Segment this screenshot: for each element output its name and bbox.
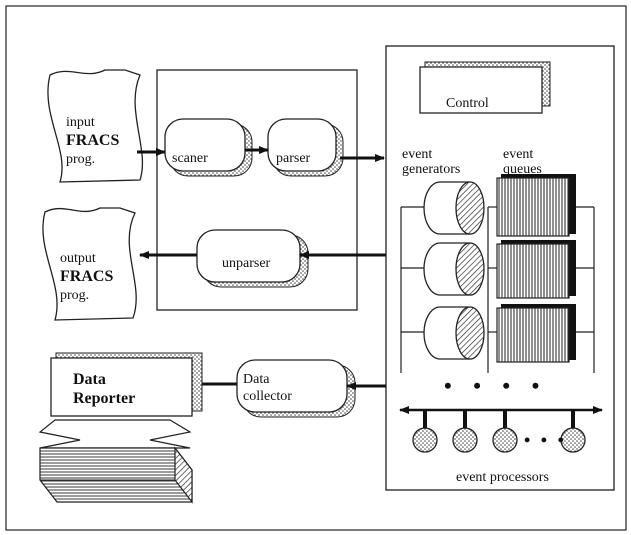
- data-collector-line1: Data: [243, 372, 270, 387]
- event-generators-line2: generators: [402, 162, 460, 177]
- scanner-node: scaner: [165, 119, 252, 176]
- input-program-doc: input FRACS prog.: [48, 70, 143, 182]
- unparser-label: unparser: [222, 256, 271, 271]
- data-reporter-line1: Data: [73, 371, 106, 388]
- event-generator-1: [424, 182, 484, 234]
- event-queue-2: [497, 240, 576, 298]
- printout-stack: [40, 420, 192, 502]
- output-doc-line3: prog.: [60, 288, 89, 303]
- event-queue-1: [497, 174, 576, 236]
- output-doc-line1: output: [60, 251, 96, 266]
- input-doc-line3: prog.: [66, 152, 95, 167]
- data-reporter: Data Reporter: [51, 353, 202, 416]
- event-processor-1: [413, 410, 437, 452]
- unparser-node: unparser: [197, 230, 308, 287]
- input-doc-line1: input: [66, 115, 95, 130]
- event-queues-line1: event: [503, 147, 533, 162]
- processor-ellipsis: • • •: [524, 430, 567, 450]
- control-node: Control: [420, 62, 550, 113]
- parser-label: parser: [276, 151, 311, 166]
- event-generators-line1: event: [402, 147, 432, 162]
- event-processor-3: [493, 410, 517, 452]
- scanner-label: scaner: [172, 151, 208, 166]
- data-collector-node: Data collector: [237, 360, 355, 417]
- input-doc-line2: FRACS: [66, 132, 119, 149]
- event-generator-3: [424, 307, 484, 359]
- event-queue-3: [497, 304, 576, 362]
- control-label: Control: [446, 96, 489, 111]
- output-doc-line2: FRACS: [60, 268, 113, 285]
- data-reporter-line2: Reporter: [73, 390, 135, 407]
- generator-ellipsis: • • • •: [444, 373, 547, 398]
- output-program-doc: output FRACS prog.: [43, 208, 136, 320]
- parser-node: parser: [268, 119, 343, 176]
- event-processors-label: event processors: [456, 470, 549, 485]
- data-collector-line2: collector: [243, 389, 292, 404]
- event-generator-2: [424, 243, 484, 295]
- event-processor-2: [453, 410, 477, 452]
